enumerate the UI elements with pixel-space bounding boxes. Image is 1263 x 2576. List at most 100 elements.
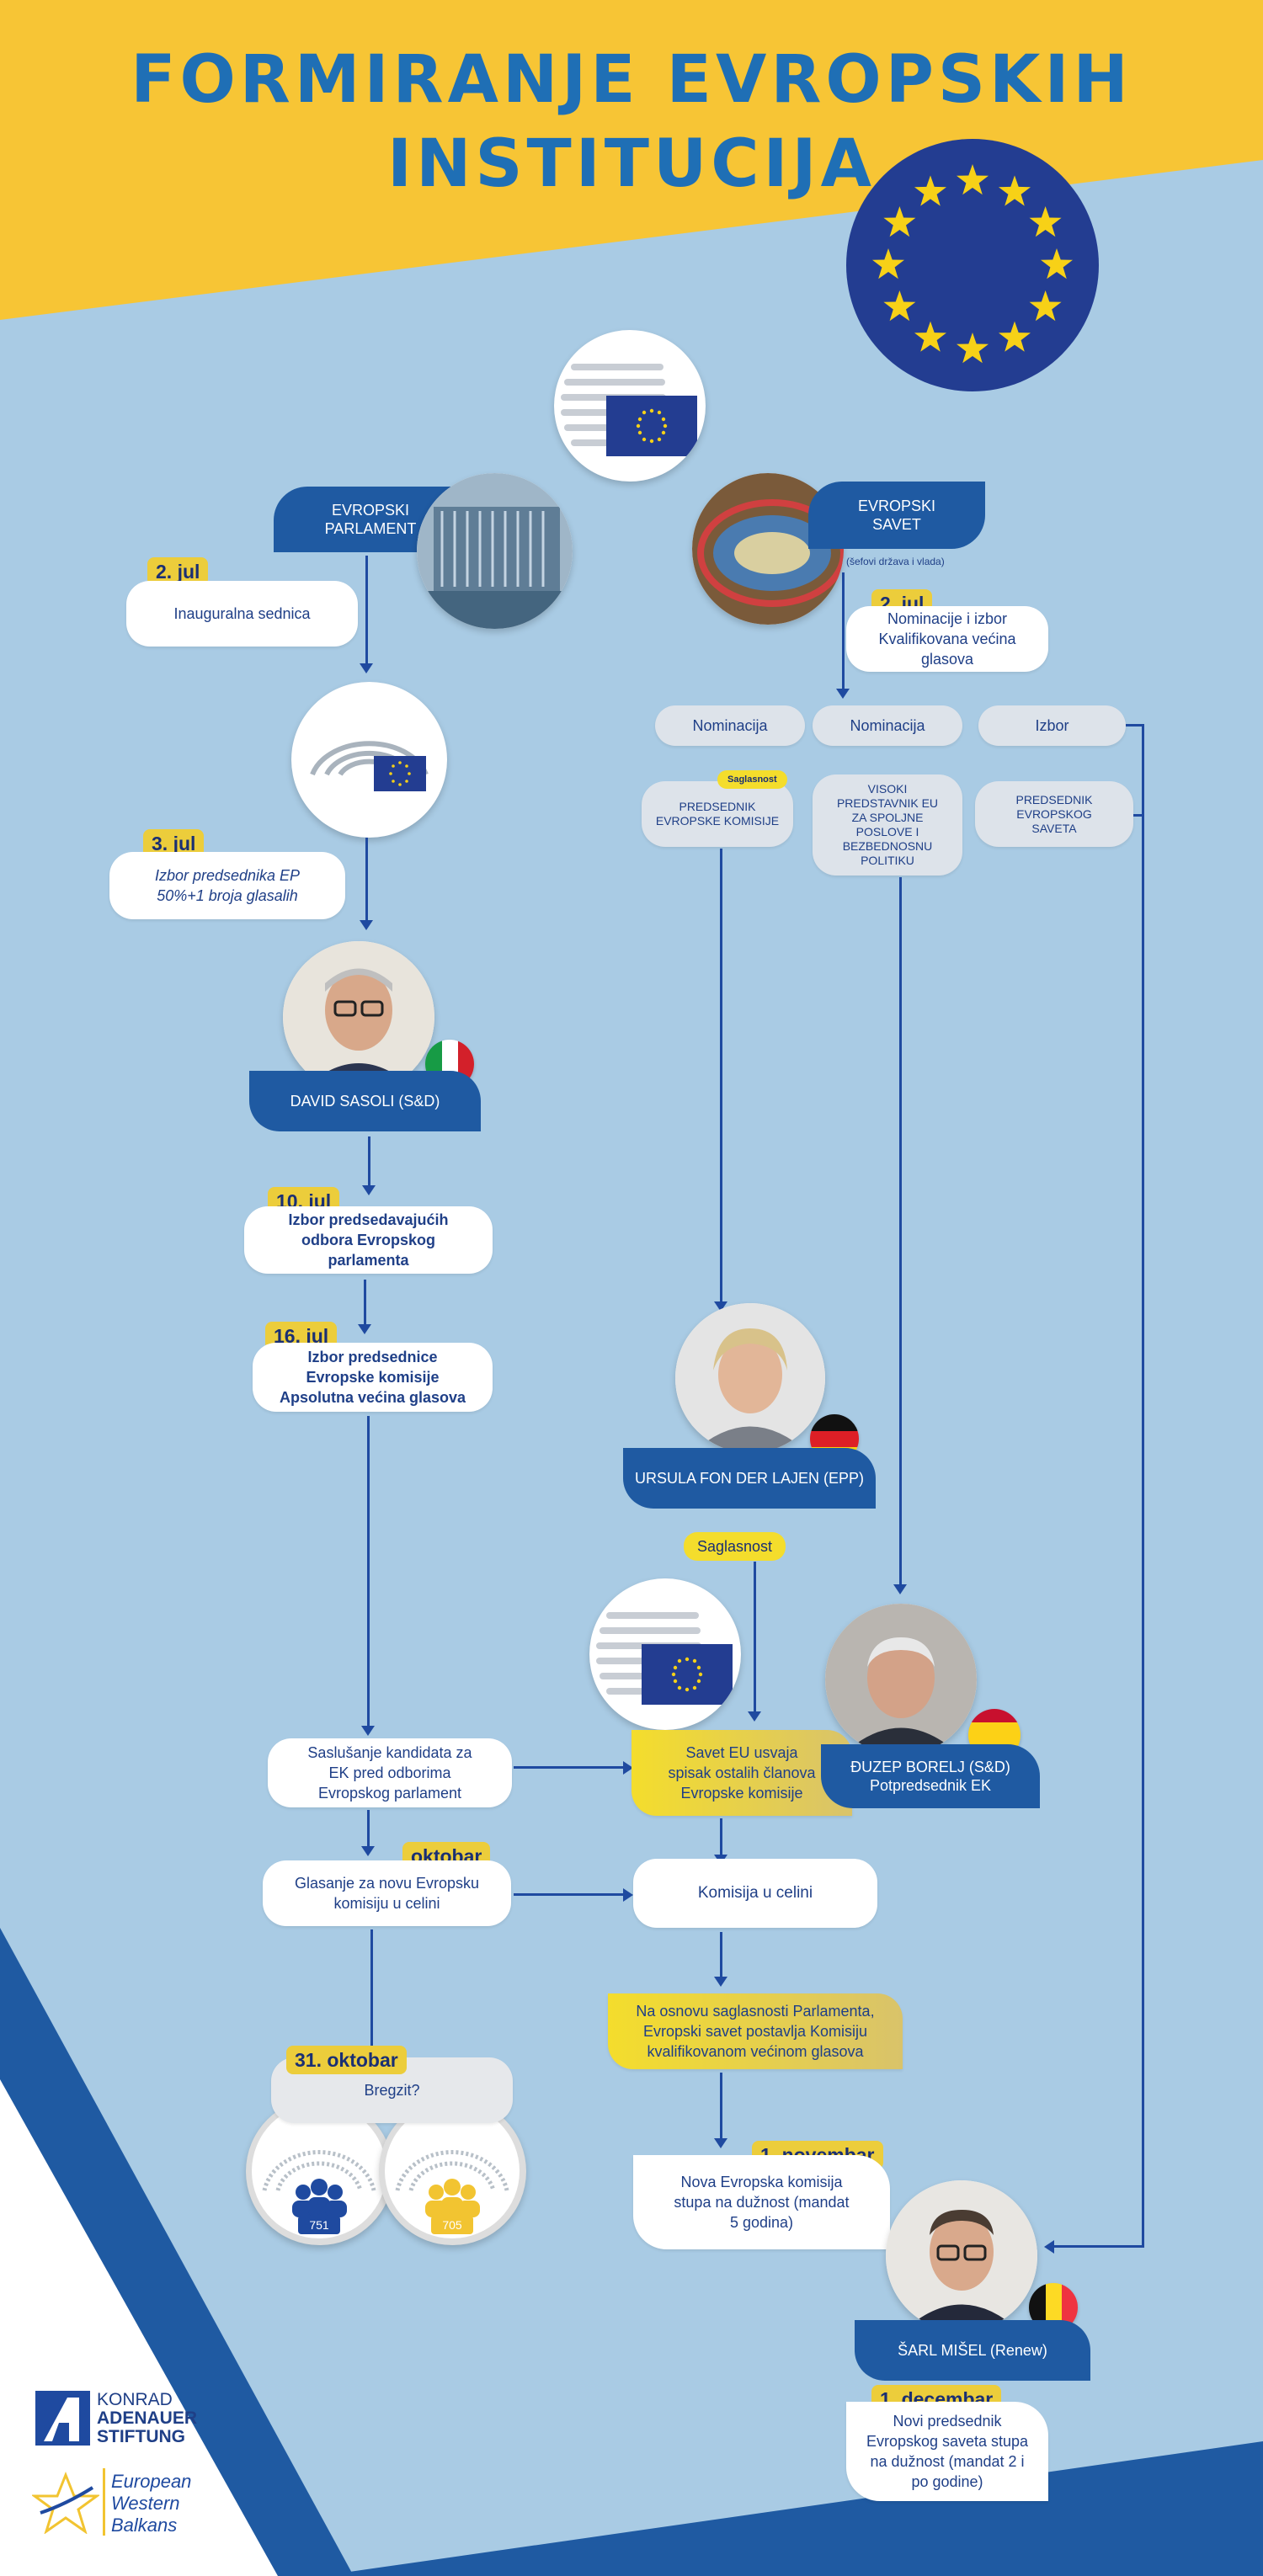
saglasnost-badge: Saglasnost bbox=[684, 1532, 786, 1561]
council-label: EVROPSKI SAVET bbox=[808, 482, 985, 549]
arrow-icon bbox=[1044, 2240, 1054, 2254]
event-whole-commission: Komisija u celini bbox=[633, 1859, 877, 1928]
role-commission-president: PREDSEDNIK EVROPSKE KOMISIJE bbox=[642, 781, 793, 847]
sassoli-name: DAVID SASOLI (S&D) bbox=[249, 1071, 481, 1131]
connector bbox=[720, 1818, 722, 1856]
council-label-text: EVROPSKI SAVET bbox=[857, 498, 936, 533]
eu-star-icon bbox=[1029, 290, 1062, 322]
arrow-icon bbox=[623, 1888, 633, 1902]
page-title-line2: INSTITUCIJA bbox=[387, 126, 876, 202]
eu-commission-building-icon bbox=[554, 330, 706, 482]
ursula-portrait bbox=[675, 1303, 825, 1453]
eu-star-icon bbox=[999, 175, 1031, 206]
arrow-icon bbox=[358, 1324, 371, 1334]
event-nominations: Nominacije i izbor Kvalifikovana većina … bbox=[846, 606, 1048, 672]
eu-star-icon bbox=[1029, 206, 1062, 237]
arrow-icon bbox=[893, 1584, 907, 1594]
michel-portrait bbox=[886, 2180, 1037, 2332]
role-council-president: PREDSEDNIK EVROPSKOG SAVETA bbox=[975, 781, 1133, 847]
event-commission-president: Izbor predsednice Evropske komisije Apso… bbox=[253, 1343, 493, 1412]
eu-star-icon bbox=[914, 175, 946, 206]
eu-star-icon bbox=[957, 333, 989, 364]
event-vote: Glasanje za novu Evropsku komisiju u cel… bbox=[263, 1860, 511, 1926]
nomination-pill-1: Nominacija bbox=[655, 705, 805, 746]
hemicycle-icon bbox=[291, 682, 447, 838]
eu-commission-building-icon bbox=[589, 1578, 741, 1730]
council-subtitle: (šefovi država i vlada) bbox=[846, 556, 945, 567]
eu-flag-icon bbox=[846, 139, 1099, 391]
event-new-council-president-text: Novi predsednik Evropskog saveta stupa n… bbox=[866, 2413, 1029, 2490]
role-high-representative: VISOKI PREDSTAVNIK EU ZA SPOLJNE POSLOVE… bbox=[813, 774, 962, 876]
ewb-logo-line3: Balkans bbox=[111, 2515, 178, 2536]
event-council-appoints-text: Na osnovu saglasnosti Parlamenta, Evrops… bbox=[636, 2003, 875, 2060]
borrell-name: ĐUZEP BORELJ (S&D) Potpredsednik EK bbox=[821, 1744, 1040, 1808]
parliament-building-icon bbox=[417, 473, 573, 629]
event-committee-chairs-text: Izbor predsedavajućih odbora Evropskog p… bbox=[288, 1211, 449, 1269]
eu-star-icon bbox=[872, 248, 904, 279]
ewb-logo-line1: European bbox=[111, 2471, 192, 2492]
connector bbox=[367, 1810, 370, 1848]
connector bbox=[514, 1766, 623, 1769]
sassoli-portrait bbox=[283, 941, 434, 1093]
arrow-icon bbox=[714, 1977, 727, 1987]
event-commission-president-text: Izbor predsednice Evropske komisije Apso… bbox=[279, 1349, 466, 1406]
connector bbox=[720, 2073, 722, 2140]
logo-divider bbox=[103, 2468, 105, 2536]
connector bbox=[1133, 814, 1143, 817]
ewb-logo-line2: Western bbox=[111, 2493, 180, 2514]
kas-logo-line2: ADENAUER bbox=[97, 2408, 198, 2428]
connector bbox=[364, 1280, 366, 1326]
connector bbox=[367, 1416, 370, 1727]
saglasnost-small-badge: Saglasnost bbox=[717, 770, 787, 789]
seats-705-label: 705 bbox=[442, 2218, 462, 2232]
role-high-representative-text: VISOKI PREDSTAVNIK EU ZA SPOLJNE POSLOVE… bbox=[836, 782, 939, 867]
ursula-name: URSULA FON DER LAJEN (EPP) bbox=[623, 1448, 876, 1509]
arrow-icon bbox=[714, 2138, 727, 2148]
event-nominations-text: Nominacije i izbor Kvalifikovana većina … bbox=[878, 610, 1016, 668]
michel-name: ŠARL MIŠEL (Renew) bbox=[855, 2320, 1090, 2381]
page-title-line1: FORMIRANJE EVROPSKIH bbox=[131, 42, 1132, 118]
arrow-icon bbox=[361, 1726, 375, 1736]
eu-star-icon bbox=[1041, 248, 1073, 279]
connector bbox=[720, 849, 722, 1303]
council-meeting-photo-icon bbox=[692, 473, 844, 625]
arrow-icon bbox=[362, 1185, 376, 1195]
event-hearings-text: Saslušanje kandidata za EK pred odborima… bbox=[307, 1744, 472, 1802]
arrow-icon bbox=[360, 920, 373, 930]
connector bbox=[368, 1136, 370, 1187]
arrow-icon bbox=[361, 1846, 375, 1856]
arrow-icon bbox=[836, 689, 850, 699]
event-inaugural: Inauguralna sednica bbox=[126, 581, 358, 647]
kas-logo-line3: STIFTUNG bbox=[97, 2427, 185, 2446]
arrow-icon bbox=[623, 1761, 633, 1775]
eu-star-icon bbox=[999, 321, 1031, 352]
kas-logo-line1: KONRAD bbox=[97, 2390, 173, 2409]
event-committee-chairs: Izbor predsedavajućih odbora Evropskog p… bbox=[244, 1206, 493, 1274]
arrow-icon bbox=[748, 1711, 761, 1722]
eu-star-icon bbox=[883, 290, 916, 322]
connector bbox=[842, 572, 845, 690]
connector bbox=[899, 877, 902, 1586]
connector bbox=[720, 1932, 722, 1978]
connector bbox=[370, 1929, 373, 2056]
borrell-name-text: ĐUZEP BORELJ (S&D) Potpredsednik EK bbox=[850, 1759, 1010, 1794]
connector bbox=[1126, 724, 1144, 726]
connector bbox=[365, 838, 368, 922]
belgium-flag-icon bbox=[1029, 2283, 1078, 2332]
arrow-icon bbox=[360, 663, 373, 673]
connector bbox=[514, 1893, 623, 1896]
connector bbox=[1142, 724, 1144, 2248]
connector bbox=[1052, 2245, 1143, 2248]
borrell-portrait bbox=[825, 1604, 977, 1755]
izbor-pill: Izbor bbox=[978, 705, 1126, 746]
parliament-label-text: EVROPSKI PARLAMENT bbox=[324, 502, 417, 537]
event-hearings: Saslušanje kandidata za EK pred odborima… bbox=[268, 1738, 512, 1807]
connector bbox=[754, 1562, 756, 1713]
date-badge: 31. oktobar bbox=[286, 2046, 407, 2074]
eu-star-icon bbox=[883, 206, 916, 237]
event-council-adopts: Savet EU usvaja spisak ostalih članova E… bbox=[632, 1730, 852, 1816]
seats-751-label: 751 bbox=[309, 2218, 329, 2232]
event-ep-president: Izbor predsednika EP 50%+1 broja glasali… bbox=[109, 852, 345, 919]
role-council-president-text: PREDSEDNIK EVROPSKOG SAVETA bbox=[1015, 792, 1093, 835]
